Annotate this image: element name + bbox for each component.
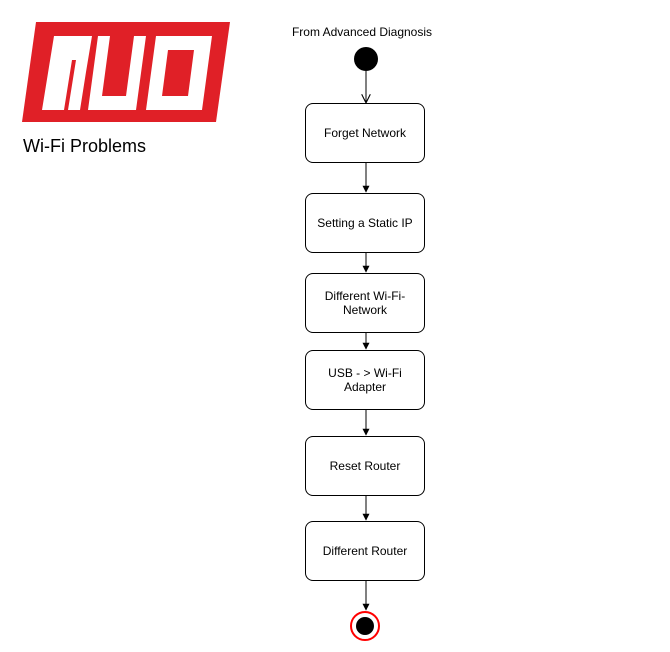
step-forget-network: Forget Network	[305, 103, 425, 163]
step-different-wifi-network: Different Wi-Fi- Network	[305, 273, 425, 333]
start-node	[354, 47, 378, 71]
step-static-ip: Setting a Static IP	[305, 193, 425, 253]
end-node	[350, 611, 380, 641]
page-subtitle: Wi-Fi Problems	[23, 136, 147, 156]
end-node-core	[356, 617, 374, 635]
step-different-router: Different Router	[305, 521, 425, 581]
step-usb-wifi-adapter: USB - > Wi-Fi Adapter	[305, 350, 425, 410]
muo-logo	[22, 22, 230, 122]
start-label: From Advanced Diagnosis	[291, 25, 433, 39]
step-reset-router: Reset Router	[305, 436, 425, 496]
